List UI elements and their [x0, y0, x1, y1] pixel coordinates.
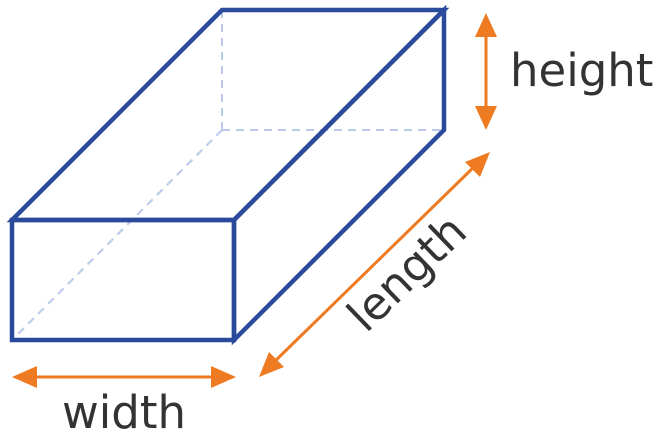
- front-face: [9, 217, 237, 343]
- height-dimension: height: [475, 13, 653, 130]
- height-arrow-head-bottom: [475, 106, 497, 130]
- hidden-edge-depth-bottom: [11, 129, 223, 341]
- height-arrow-head-top: [475, 13, 497, 37]
- length-arrow-head-bottom: [259, 352, 284, 377]
- length-label: length: [337, 204, 477, 342]
- length-dimension: length: [259, 152, 490, 377]
- height-label: height: [510, 44, 653, 97]
- length-arrow-head-top: [465, 152, 490, 177]
- width-label: width: [62, 386, 186, 435]
- width-arrow-head-left: [12, 366, 37, 388]
- right-face: [231, 4, 447, 346]
- box-edges: [6, 4, 450, 346]
- top-face: [6, 7, 450, 223]
- hidden-edges: [11, 10, 444, 341]
- width-arrow-head-right: [211, 366, 236, 388]
- length-arrow-line: [269, 161, 480, 367]
- width-dimension: width: [12, 366, 236, 435]
